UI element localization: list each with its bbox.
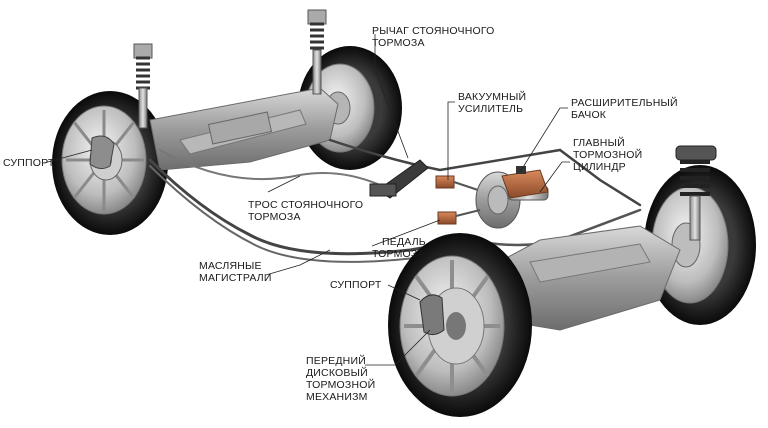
rear-caliper (89, 135, 115, 170)
label-front-caliper-text: СУППОРТ (330, 279, 382, 291)
label-parking-cable: ТРОС СТОЯНОЧНОГО ТОРМОЗА (248, 199, 363, 223)
expansion-reservoir (501, 166, 549, 199)
label-disc-line3: ТОРМОЗНОЙ (306, 379, 376, 391)
label-lines-line1: МАСЛЯНЫЕ (199, 260, 262, 272)
label-vacuum-booster-line2: УСИЛИТЕЛЬ (458, 103, 524, 115)
label-pedal-line1: ПЕДАЛЬ (382, 236, 426, 248)
rear-left-strut (133, 43, 153, 129)
label-reservoir-line1: РАСШИРИТЕЛЬНЫЙ (571, 97, 678, 109)
parking-brake-lever (369, 159, 429, 199)
front-caliper (419, 294, 445, 336)
front-right-strut (675, 145, 717, 241)
label-rear-caliper: СУППОРТ (3, 157, 55, 169)
label-disc-line2: ДИСКОВЫЙ (306, 367, 368, 379)
label-expansion-reservoir: РАСШИРИТЕЛЬНЫЙ БАЧОК (571, 97, 678, 121)
label-cable-line1: ТРОС СТОЯНОЧНОГО (248, 199, 364, 211)
label-front-disc-brake: ПЕРЕДНИЙ ДИСКОВЫЙ ТОРМОЗНОЙ МЕХАНИЗМ (306, 355, 375, 403)
label-reservoir-line2: БАЧОК (571, 109, 607, 121)
label-pedal-line2: ТОРМОЗА (372, 248, 425, 260)
label-rear-caliper-text: СУППОРТ (3, 157, 55, 169)
label-master-line3: ЦИЛИНДР (573, 161, 626, 173)
label-oil-lines: МАСЛЯНЫЕ МАГИСТРАЛИ (199, 260, 272, 284)
label-master-cylinder: ГЛАВНЫЙ ТОРМОЗНОЙ ЦИЛИНДР (573, 137, 642, 173)
brake-pedal (435, 175, 481, 225)
rear-right-strut (307, 9, 327, 95)
label-vacuum-booster: ВАКУУМНЫЙ УСИЛИТЕЛЬ (458, 91, 526, 115)
label-cable-line2: ТОРМОЗА (248, 211, 301, 223)
label-master-line1: ГЛАВНЫЙ (573, 137, 625, 149)
label-disc-line4: МЕХАНИЗМ (306, 391, 368, 403)
label-master-line2: ТОРМОЗНОЙ (573, 149, 643, 161)
label-brake-pedal: ПЕДАЛЬ ТОРМОЗА (372, 236, 426, 260)
label-front-caliper: СУППОРТ (330, 279, 382, 291)
front-left-wheel (388, 233, 532, 417)
label-lines-line2: МАГИСТРАЛИ (199, 272, 272, 284)
rear-axle-assembly (52, 9, 402, 235)
label-disc-line1: ПЕРЕДНИЙ (306, 355, 366, 367)
label-parking-lever-line2: ТОРМОЗА (372, 37, 425, 49)
brake-lines (148, 138, 642, 263)
leader-lines (43, 34, 570, 366)
label-parking-lever: РЫЧАГ СТОЯНОЧНОГО ТОРМОЗА (372, 25, 495, 49)
label-parking-lever-line1: РЫЧАГ СТОЯНОЧНОГО (372, 25, 495, 37)
front-axle-assembly (388, 145, 756, 417)
front-right-wheel (644, 165, 756, 325)
label-vacuum-booster-line1: ВАКУУМНЫЙ (458, 91, 527, 103)
